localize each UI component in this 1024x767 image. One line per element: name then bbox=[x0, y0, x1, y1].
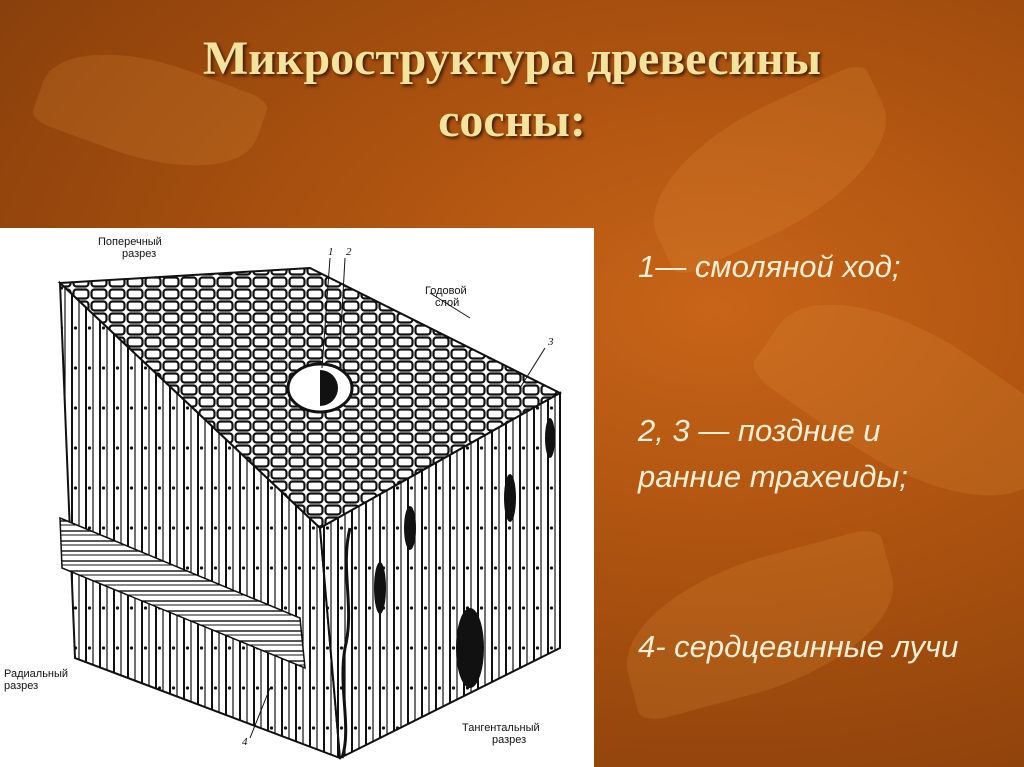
wood-block-illustration bbox=[57, 257, 563, 760]
legend-tracheids-line-1: 2, 3 — поздние и bbox=[638, 413, 881, 448]
label-annual-ring: Годовой слой bbox=[425, 285, 467, 309]
label-line: разрез bbox=[122, 248, 157, 260]
label-line: Годовой bbox=[425, 285, 467, 297]
label-line: Поперечный bbox=[98, 236, 162, 248]
label-line: разрез bbox=[4, 680, 39, 692]
label-radial-section: Радиальный разрез bbox=[4, 668, 68, 692]
label-line: Тангентальный bbox=[462, 722, 540, 734]
label-tangential-section: Тангентальный разрез bbox=[462, 722, 540, 746]
label-line: разрез bbox=[492, 734, 527, 746]
title-line-2: сосны: bbox=[438, 94, 586, 147]
title-line-1: Микроструктура древесины bbox=[202, 32, 822, 85]
callout-3: 3 bbox=[548, 336, 554, 348]
callout-4: 4 bbox=[242, 736, 248, 748]
background-leaf bbox=[746, 256, 1024, 544]
legend-tracheids-line-2: ранние трахеиды; bbox=[638, 459, 908, 494]
legend-tracheids: 2, 3 — поздние и ранние трахеиды; bbox=[638, 408, 1008, 500]
label-line: Радиальный bbox=[4, 668, 69, 680]
legend-medullary-rays: 4- сердцевинные лучи bbox=[638, 629, 959, 664]
label-cross-section: Поперечный разрез bbox=[98, 236, 162, 260]
callout-1: 1 bbox=[328, 246, 334, 258]
label-line: слой bbox=[435, 297, 460, 309]
wood-structure-diagram: Поперечный разрез Годовой слой Радиальны… bbox=[0, 228, 594, 767]
callout-2: 2 bbox=[346, 246, 352, 258]
legend-resin-canal: 1— смоляной ход; bbox=[638, 249, 901, 284]
slide-title: Микроструктура древесины сосны: bbox=[0, 28, 1024, 152]
